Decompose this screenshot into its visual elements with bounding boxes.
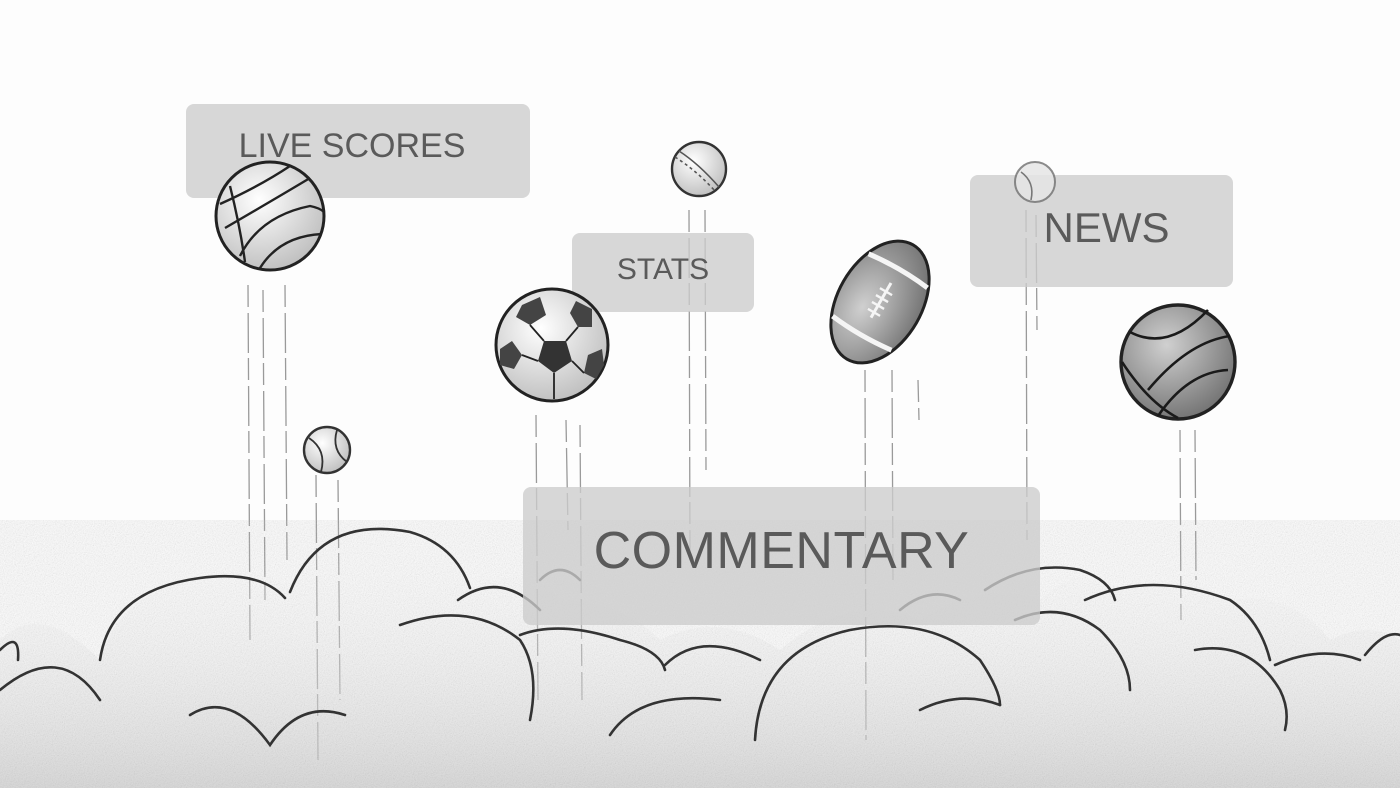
american-football-icon <box>829 239 931 365</box>
stats-button[interactable]: STATS <box>572 233 754 312</box>
cricket-ball-icon <box>670 140 728 198</box>
tennis-ball-icon <box>302 425 352 475</box>
stats-label: STATS <box>616 252 710 286</box>
basketball-icon <box>1119 303 1237 421</box>
soccer-ball-icon <box>494 287 610 403</box>
news-label: NEWS <box>1043 204 1170 251</box>
live-scores-label: LIVE SCORES <box>238 126 466 165</box>
tennis-ball-icon <box>1014 161 1056 203</box>
commentary-button[interactable]: COMMENTARY <box>523 487 1040 625</box>
news-button[interactable]: NEWS <box>970 175 1233 287</box>
volleyball-icon <box>214 160 326 272</box>
commentary-label: COMMENTARY <box>593 522 970 580</box>
